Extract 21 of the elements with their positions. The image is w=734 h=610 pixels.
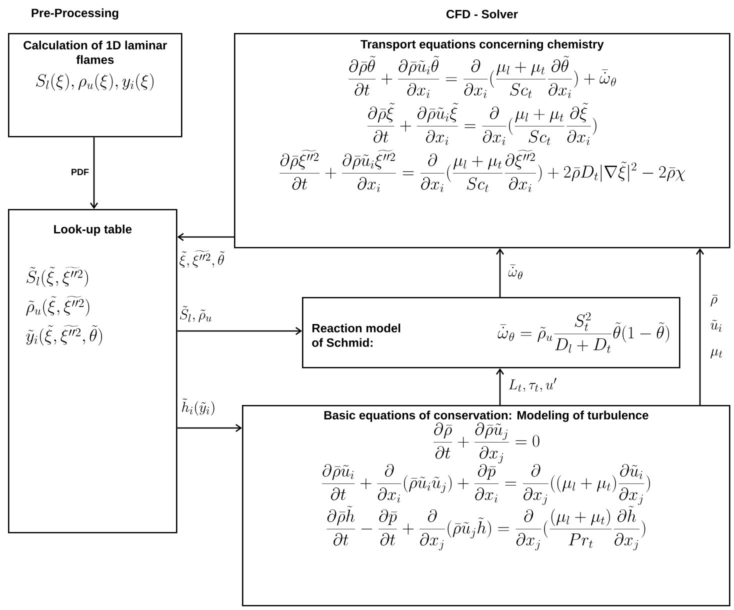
arrow: [90, 137, 98, 209]
edge-label: $L_t,\tau_t,u'$: [507, 376, 558, 394]
arrow: [177, 424, 242, 432]
equation-box: Calculation of 1D laminar flames $S_l(\xi),\rho_u(\xi),y_i(\xi)$: [8, 33, 182, 138]
equation-box: Basic equations of conservation: Modeling of turbulence $\frac{\partial\bar{\rho}}{\partial t}+\frac{\partial\bar{\rho}\tilde{u}_j}{\partial x_j}=0$ $\frac{\partial\bar{\rho}\tilde{u}_i}{\partial t}+\frac{\partial}{\partial x_i}(\bar{\rho}\tilde{u}_i\tilde{u}_j)+\frac{\partial\bar{p}}{\partial x_i}=\frac{\partial}{\partial x_j}((\mu_l+\mu_t)\frac{\partial\tilde{u}_i}{\partial x_j})$ $\frac{\partial\bar{\rho}\tilde{h}}{\partial t}-\frac{\partial\bar{p}}{\partial t}+\frac{\partial}{\partial x_j}(\bar{\rho}\tilde{u}_j\tilde{h})=\frac{\partial}{\partial x_j}(\frac{(\mu_l+\mu_t)}{Pr_t}\frac{\partial\tilde{h}}{\partial x_j})$: [242, 405, 730, 606]
edge-label: $\tilde{h}_i(\tilde{y}_i)$: [180, 398, 217, 416]
edge-label: PDF: [70, 168, 90, 176]
edge-label: $\tilde{S}_l,\tilde{\rho}_u$: [178, 305, 214, 323]
section-heading: Pre-Processing: [32, 8, 118, 20]
equation-box: Reaction model of Schmid: $\bar{\dot{\omega}}_\theta=\tilde{\rho}_u\frac{S_t^2}{D_l+D_t}\tilde{\theta}(1-\tilde{\theta})$: [302, 297, 680, 368]
arrow: [496, 248, 504, 297]
equation-box: Transport equations concerning chemistry $\frac{\partial\bar{\rho}\tilde{\theta}}{\partial t}+\frac{\partial\bar{\rho}\tilde{u}_i\tilde{\theta}}{\partial x_i}=\frac{\partial}{\partial x_i}(\frac{\mu_l+\mu_t}{Sc_t}\frac{\partial\tilde{\theta}}{\partial x_i})+\bar{\dot{\omega}}_\theta$ $\frac{\partial\bar{\rho}\tilde{\xi}}{\partial t}+\frac{\partial\bar{\rho}\tilde{u}_i\tilde{\xi}}{\partial x_i}=\frac{\partial}{\partial x_i}(\frac{\mu_l+\mu_t}{Sc_t}\frac{\partial\tilde{\xi}}{\partial x_i})$ $\frac{\partial\bar{\rho}\widetilde{\xi''^{2}}}{\partial t}+\frac{\partial\bar{\rho}\tilde{u}_i\widetilde{\xi''^{2}}}{\partial x_i}=\frac{\partial}{\partial x_i}(\frac{\mu_l+\mu_t}{Sc_t}\frac{\partial\widetilde{\xi''^{2}}}{\partial x_i})+2\bar{\rho}D_t|\nabla\tilde{\xi}|^2-2\bar{\rho}\chi$: [234, 33, 730, 248]
arrow: [696, 248, 704, 405]
edge-label: $\begin{array}{l}\bar{\rho}\\[4pt]\tilde{u}_i\\[4pt]\mu_t\end{array}$: [704, 287, 730, 363]
section-heading: CFD - Solver: [446, 10, 518, 18]
edge-label: $\bar{\dot{\omega}}_\theta$: [507, 264, 524, 280]
edge-label: $\tilde{\xi},\widetilde{\xi''^{2}},\tilde{\theta}$: [178, 249, 226, 269]
equation-box: Look-up table $\tilde{S}_l(\tilde{\xi},\widetilde{\xi''^{2}})$ $\tilde{\rho}_u(\tilde{\xi},\widetilde{\xi''^{2}})$ $\tilde{y}_i(\tilde{\xi},\widetilde{\xi''^{2}},\tilde{\theta})$: [8, 209, 178, 534]
arrow: [496, 368, 504, 405]
arrow: [177, 232, 234, 242]
arrow: [177, 326, 302, 336]
